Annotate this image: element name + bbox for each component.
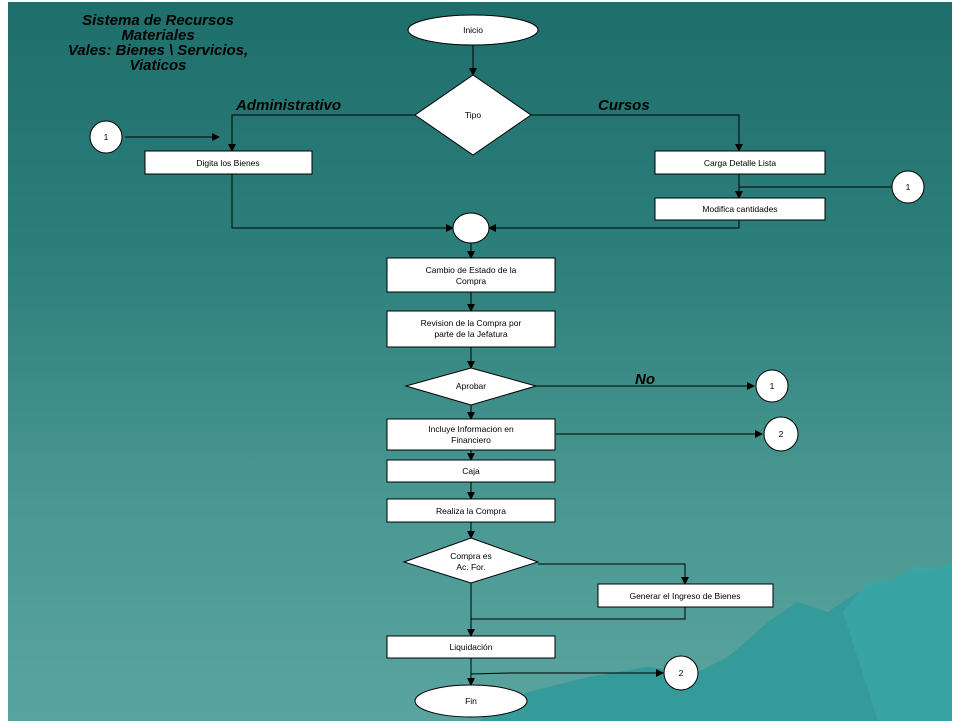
node-caja: Caja — [386, 459, 556, 483]
node-aprobar: Aprobar — [404, 367, 538, 406]
svg-text:Financiero: Financiero — [451, 435, 491, 445]
svg-text:Generar el Ingreso de Bienes: Generar el Ingreso de Bienes — [629, 591, 740, 601]
node-generar-ingreso: Generar el Ingreso de Bienes — [597, 583, 774, 608]
slide-background: Sistema de Recursos Materiales Vales: Bi… — [8, 2, 952, 721]
svg-text:Inicio: Inicio — [463, 25, 483, 35]
node-realiza-compra: Realiza la Compra — [386, 498, 556, 523]
connector-1-right: 1 — [891, 170, 925, 204]
title-line-2: Materiales — [121, 27, 194, 44]
svg-text:Ac. For.: Ac. For. — [456, 562, 485, 572]
edge-tipo-carga — [531, 114, 743, 152]
node-tipo: Tipo — [414, 74, 532, 156]
edge-modifica-merge — [488, 220, 740, 232]
node-modifica-cantidades: Modifica cantidades — [654, 197, 826, 221]
node-carga-detalle-lista: Carga Detalle Lista — [654, 150, 826, 175]
node-fin: Fin — [414, 684, 528, 718]
svg-text:Incluye Informacion en: Incluye Informacion en — [428, 424, 514, 434]
node-revision-compra: Revision de la Compra por parte de la Je… — [386, 310, 556, 348]
flowchart: Sistema de Recursos Materiales Vales: Bi… — [68, 12, 952, 721]
connector-2-incluye: 2 — [763, 416, 799, 452]
edge-digita-merge — [231, 174, 454, 232]
node-digita-los-bienes: Digita los Bienes — [144, 150, 313, 175]
title-line-3: Vales: Bienes \ Servicios, — [68, 42, 248, 59]
svg-text:2: 2 — [779, 429, 784, 439]
svg-text:1: 1 — [906, 182, 911, 192]
node-compra-es: Compra es Ac. For. — [402, 537, 540, 584]
title-line-1: Sistema de Recursos — [82, 12, 234, 29]
branch-label-administrativo: Administrativo — [235, 97, 341, 114]
svg-text:Liquidación: Liquidación — [449, 642, 492, 652]
edge-liquidacion-connector2 — [470, 669, 664, 677]
mountain-peak-decoration — [843, 562, 952, 721]
svg-text:Compra es: Compra es — [450, 551, 492, 561]
connector-2-bottom: 2 — [663, 655, 699, 691]
svg-text:1: 1 — [770, 381, 775, 391]
mountain-decoration — [478, 562, 952, 721]
svg-text:Aprobar: Aprobar — [456, 381, 486, 391]
node-cambio-estado: Cambio de Estado de la Compra — [386, 257, 556, 293]
edge-tipo-digita — [228, 114, 415, 152]
branch-label-cursos: Cursos — [598, 97, 650, 114]
edge-generar-merge — [471, 607, 686, 620]
svg-text:Caja: Caja — [462, 466, 480, 476]
svg-text:Realiza la Compra: Realiza la Compra — [436, 506, 506, 516]
node-inicio: Inicio — [407, 14, 539, 46]
svg-text:Cambio de Estado de la: Cambio de Estado de la — [426, 265, 517, 275]
connector-1-left: 1 — [89, 120, 123, 154]
svg-text:parte de la Jefatura: parte de la Jefatura — [434, 329, 508, 339]
svg-text:Tipo: Tipo — [465, 110, 481, 120]
node-incluye-informacion: Incluye Informacion en Financiero — [386, 418, 556, 451]
node-liquidacion: Liquidación — [386, 635, 556, 659]
svg-text:Compra: Compra — [456, 276, 487, 286]
svg-text:2: 2 — [679, 668, 684, 678]
svg-text:Modifica cantidades: Modifica cantidades — [702, 204, 777, 214]
svg-text:Digita los Bienes: Digita los Bienes — [196, 158, 259, 168]
connector-1-no: 1 — [755, 369, 789, 403]
svg-text:Revision de la Compra por: Revision de la Compra por — [421, 318, 522, 328]
branch-label-no: No — [635, 371, 655, 388]
edge-compra-generar — [538, 563, 689, 585]
merge-node — [452, 212, 490, 244]
diagram-title: Sistema de Recursos Materiales Vales: Bi… — [68, 12, 248, 74]
svg-text:1: 1 — [104, 132, 109, 142]
svg-text:Carga Detalle Lista: Carga Detalle Lista — [704, 158, 777, 168]
svg-text:Fin: Fin — [465, 696, 477, 706]
title-line-4: Viaticos — [130, 57, 187, 74]
